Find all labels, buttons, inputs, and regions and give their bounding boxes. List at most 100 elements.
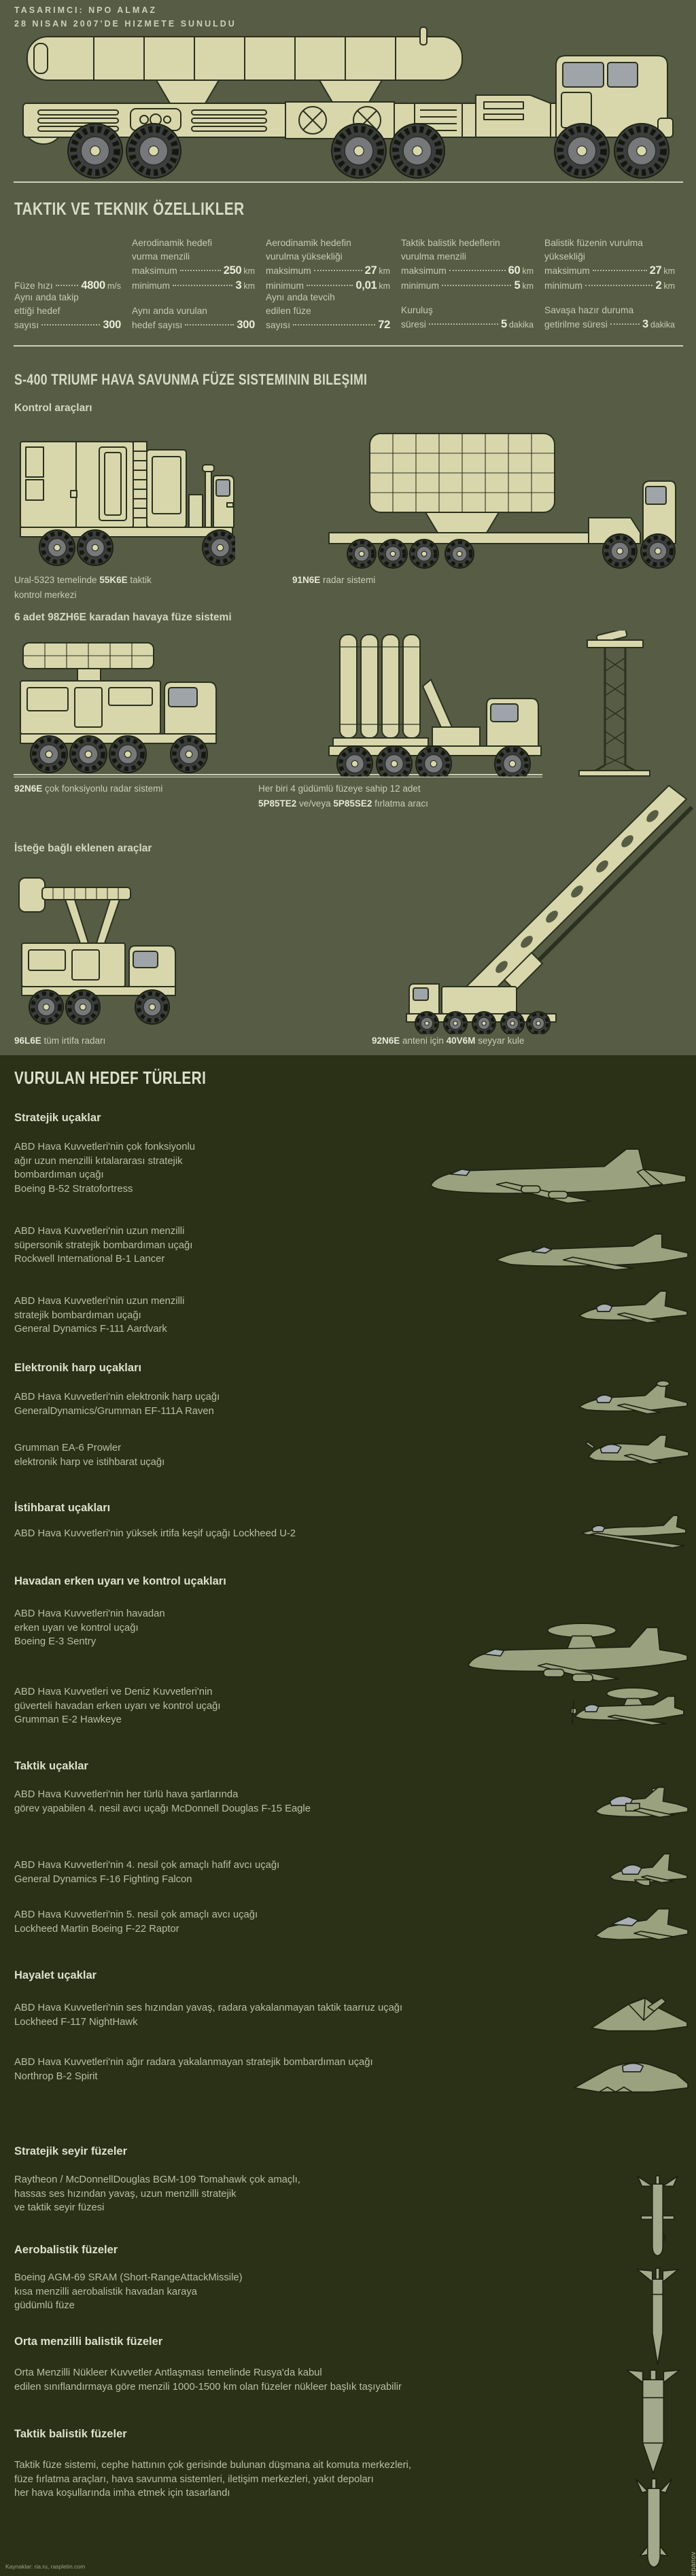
target-entry-line: füze fırlatma araçları, hava savunma sis… xyxy=(14,2473,374,2485)
model-code: 92N6E xyxy=(14,783,43,794)
divider-top xyxy=(14,181,683,183)
spec-label: minimum xyxy=(266,281,304,291)
dot-leader xyxy=(293,324,376,325)
55k6e-command-vehicle xyxy=(18,432,239,568)
spec-value: 72 xyxy=(378,319,390,331)
target-entry-line: ABD Hava Kuvvetleri'nin ses hızından yav… xyxy=(14,2002,403,2013)
spec-intro-line: Aynı anda takip xyxy=(14,292,79,302)
b52-stratofortress-silhouette xyxy=(427,1142,690,1219)
spec-label: maksimum xyxy=(401,266,447,276)
target-entry-line: ABD Hava Kuvvetleri'nin 4. nesil çok ama… xyxy=(14,1860,280,1871)
target-entry-line: ABD Hava Kuvvetleri'nin çok fonksiyonlu xyxy=(14,1142,196,1152)
target-entry-line: Lockheed F-117 NightHawk xyxy=(14,2016,138,2028)
caption-text: seyyar kule xyxy=(475,1036,525,1046)
target-entry-line: Grumman EA-6 Prowler xyxy=(14,1443,122,1453)
caption-line: 92N6E çok fonksiyonlu radar sistemi xyxy=(14,781,162,796)
target-entry-line: ABD Hava Kuvvetleri'nin uzun menzilli xyxy=(14,1226,185,1237)
target-entry: ABD Hava Kuvvetleri'nin çok fonksiyonlu a… xyxy=(14,1140,599,1196)
target-entry: Boeing AGM-69 SRAM (Short-RangeAttackMis… xyxy=(14,2271,599,2313)
target-entry-line: Rockwell International B-1 Lancer xyxy=(14,1254,165,1265)
spec-value: 60 xyxy=(508,264,521,277)
target-entry-line: Boeing B-52 Stratofortress xyxy=(14,1183,133,1195)
5p85te2-launcher-vehicle xyxy=(324,631,548,782)
spec-intro-line: Aerodinamik hedefi xyxy=(132,238,213,248)
96l6e-radar-vehicle xyxy=(18,860,188,1034)
f22-raptor-silhouette xyxy=(591,1903,690,1953)
spec-unit: dakika xyxy=(650,320,675,330)
spec-label: maksimum xyxy=(132,266,177,276)
caption-line: Ural-5323 temelinde 55K6E taktik xyxy=(14,573,152,588)
target-category-heading: Orta menzilli balistik füzeler xyxy=(14,2335,163,2348)
subtitle-sam-systems: 6 adet 98ZH6E karadan havaya füze sistem… xyxy=(14,612,232,623)
spec-intro-line: vurulma yüksekliği xyxy=(266,251,343,262)
ground-line xyxy=(14,774,542,775)
target-entry-line: hassas ses hızından yavaş, uzun menzilli… xyxy=(14,2188,237,2200)
spec-intro-line: edilen füze xyxy=(266,306,311,316)
spec-value: 5 xyxy=(514,279,521,292)
dot-leader xyxy=(179,270,221,271)
target-entry-line: ve taktik seyir füzesi xyxy=(14,2202,105,2214)
caption-text: fırlatma aracı xyxy=(372,798,428,809)
spec-unit: km xyxy=(243,266,255,276)
caption-line: 92N6E anteni için 40V6M seyyar kule xyxy=(372,1034,524,1048)
target-entry-line: güdümlü füze xyxy=(14,2300,75,2312)
dot-leader xyxy=(55,285,79,286)
spec-label: maksimum xyxy=(544,266,590,276)
spec-label: süresi xyxy=(401,319,426,330)
target-entry-line: Raytheon / McDonnellDouglas BGM-109 Toma… xyxy=(14,2174,300,2185)
tactical-ballistic-missile-silhouette xyxy=(626,2477,682,2574)
target-entry-line: General Dynamics F-16 Fighting Falcon xyxy=(14,1873,192,1885)
targets-title: VURULAN HEDEF TÜRLERI xyxy=(14,1068,207,1088)
targets-section: VURULAN HEDEF TÜRLERI xyxy=(0,1055,696,2576)
caption-line: 96L6E tüm irtifa radarı xyxy=(14,1034,105,1048)
caption-text: anteni için xyxy=(400,1036,447,1046)
target-entry: ABD Hava Kuvvetleri'nin elektronik harp … xyxy=(14,1390,599,1418)
spec-label: minimum xyxy=(544,281,582,291)
spec-intro-line: vurma menzili xyxy=(132,251,190,262)
target-entry-line: Boeing E-3 Sentry xyxy=(14,1636,97,1648)
vehicle-caption: 91N6E radar sistemi xyxy=(292,573,375,588)
caption-text: kontrol merkezi xyxy=(14,590,77,600)
target-entry-line: Orta Menzilli Nükleer Kuvvetler Antlaşma… xyxy=(14,2367,322,2378)
target-category-heading: Stratejik seyir füzeler xyxy=(14,2145,127,2157)
spec-intro-line: vurulma menzili xyxy=(401,251,466,262)
b1-lancer-silhouette xyxy=(493,1231,691,1275)
target-entry: ABD Hava Kuvvetleri'nin 5. nesil çok ama… xyxy=(14,1908,599,1936)
spec-intro-line: Aynı anda tevcih xyxy=(266,292,335,302)
caption-text: Ural-5323 temelinde xyxy=(14,575,100,585)
target-entry-line: ağır uzun menzilli kıtalararası strateji… xyxy=(14,1155,183,1167)
target-category-heading: Taktik balistik füzeler xyxy=(14,2428,127,2440)
u2-silhouette xyxy=(579,1508,690,1552)
dot-leader xyxy=(306,285,353,286)
agm69-sram-silhouette xyxy=(631,2267,683,2367)
target-entry: Raytheon / McDonnellDouglas BGM-109 Toma… xyxy=(14,2173,599,2215)
target-entry-line: güverteli havadan erken uyarı ve kontrol… xyxy=(14,1700,221,1712)
target-entry-line: her hava koşullarında imha etmek için ta… xyxy=(14,2488,230,2499)
model-code: 91N6E xyxy=(292,575,321,585)
vehicle-caption: 92N6E anteni için 40V6M seyyar kule xyxy=(372,1034,524,1048)
target-entry-line: Lockheed Martin Boeing F-22 Raptor xyxy=(14,1923,179,1935)
spec-label: minimum xyxy=(401,281,439,291)
subtitle-control-vehicles: Kontrol araçları xyxy=(14,402,92,414)
target-category-heading: Hayalet uçaklar xyxy=(14,1969,97,1981)
dot-leader xyxy=(185,324,234,325)
target-entry-line: edilen sınıflandırmaya göre menzili 1000… xyxy=(14,2381,402,2393)
spec-unit: km xyxy=(379,281,390,291)
92n6e-radar-vehicle xyxy=(18,632,222,776)
e2-hawkeye-silhouette xyxy=(570,1685,690,1734)
target-entry-line: GeneralDynamics/Grumman EF-111A Raven xyxy=(14,1405,214,1417)
subtitle-optional-vehicles: İsteğe bağlı eklenen araçlar xyxy=(14,843,152,854)
dot-leader xyxy=(610,323,640,325)
